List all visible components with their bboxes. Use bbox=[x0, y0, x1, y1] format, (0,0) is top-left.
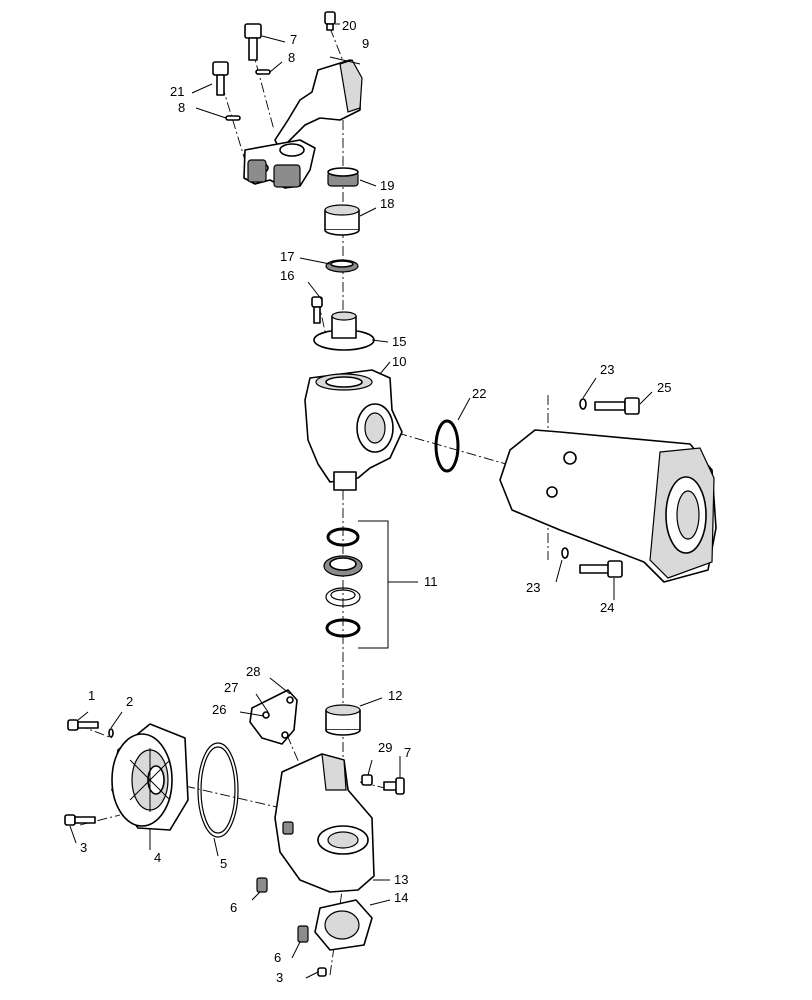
bolt-25 bbox=[594, 397, 640, 415]
plug-6-b bbox=[297, 925, 309, 943]
callout-25: 25 bbox=[657, 380, 671, 395]
callout-21: 21 bbox=[170, 84, 184, 99]
bolt-7-top bbox=[244, 23, 262, 61]
callout-9: 9 bbox=[362, 36, 369, 51]
callout-23-top: 23 bbox=[600, 362, 614, 377]
callout-2: 2 bbox=[126, 694, 133, 709]
callout-17: 17 bbox=[280, 249, 294, 264]
leader-lines bbox=[69, 23, 653, 979]
callout-14: 14 bbox=[394, 890, 408, 905]
steering-arm bbox=[243, 59, 363, 189]
axle-housing-10 bbox=[304, 369, 403, 491]
pin-8-a bbox=[255, 69, 271, 75]
washer-23-top bbox=[579, 398, 587, 410]
hub-cover-4 bbox=[111, 723, 189, 831]
axle-tube bbox=[499, 429, 717, 583]
bolt-16 bbox=[311, 296, 323, 324]
callout-22: 22 bbox=[472, 386, 486, 401]
shim-rings-11 bbox=[323, 520, 389, 649]
callout-18: 18 bbox=[380, 196, 394, 211]
callout-8-top: 8 bbox=[288, 50, 295, 65]
callout-7-top: 7 bbox=[290, 32, 297, 47]
bushing-12 bbox=[325, 704, 361, 736]
callout-13: 13 bbox=[394, 872, 408, 887]
trunnion-cap-15 bbox=[313, 311, 375, 351]
bolt-21 bbox=[212, 61, 229, 96]
callout-23-bottom: 23 bbox=[526, 580, 540, 595]
callout-27: 27 bbox=[224, 680, 238, 695]
callout-12: 12 bbox=[388, 688, 402, 703]
callout-5: 5 bbox=[220, 856, 227, 871]
o-ring-22 bbox=[434, 419, 460, 473]
washer-23-bottom bbox=[561, 547, 569, 559]
flange-14 bbox=[314, 899, 373, 951]
callout-29: 29 bbox=[378, 740, 392, 755]
bolt-24 bbox=[579, 560, 623, 578]
bolt-7-bottom bbox=[383, 777, 405, 795]
callout-3-bottom: 3 bbox=[276, 970, 283, 985]
callout-3-left: 3 bbox=[80, 840, 87, 855]
callout-15: 15 bbox=[392, 334, 406, 349]
bolt-3-left bbox=[64, 814, 96, 826]
bracket-plate bbox=[249, 689, 298, 745]
callout-24: 24 bbox=[600, 600, 614, 615]
callout-6-a: 6 bbox=[230, 900, 237, 915]
fitting-20 bbox=[324, 11, 336, 31]
callout-numbers: 20 7 9 8 21 8 19 18 17 16 15 10 22 23 25… bbox=[80, 18, 671, 985]
callout-11: 11 bbox=[424, 574, 438, 589]
callout-28: 28 bbox=[246, 664, 260, 679]
callout-7-bottom: 7 bbox=[404, 745, 411, 760]
needle-bearing-19 bbox=[327, 167, 359, 187]
seal-5 bbox=[197, 742, 239, 838]
seal-17 bbox=[325, 259, 359, 273]
callout-19: 19 bbox=[380, 178, 394, 193]
callout-16: 16 bbox=[280, 268, 294, 283]
bolt-3-bottom bbox=[317, 967, 327, 977]
callout-8-left: 8 bbox=[178, 100, 185, 115]
bushing-18 bbox=[324, 204, 360, 236]
pin-8-b bbox=[225, 115, 241, 121]
plug-29 bbox=[361, 774, 373, 786]
plug-6-a bbox=[256, 877, 268, 893]
swivel-housing-13 bbox=[274, 753, 375, 893]
callout-26: 26 bbox=[212, 702, 226, 717]
callout-1: 1 bbox=[88, 688, 95, 703]
callout-4: 4 bbox=[154, 850, 161, 865]
callout-20: 20 bbox=[342, 18, 356, 33]
callout-6-b: 6 bbox=[274, 950, 281, 965]
bolt-1 bbox=[67, 719, 99, 731]
washer-2 bbox=[108, 728, 114, 738]
callout-10: 10 bbox=[392, 354, 406, 369]
